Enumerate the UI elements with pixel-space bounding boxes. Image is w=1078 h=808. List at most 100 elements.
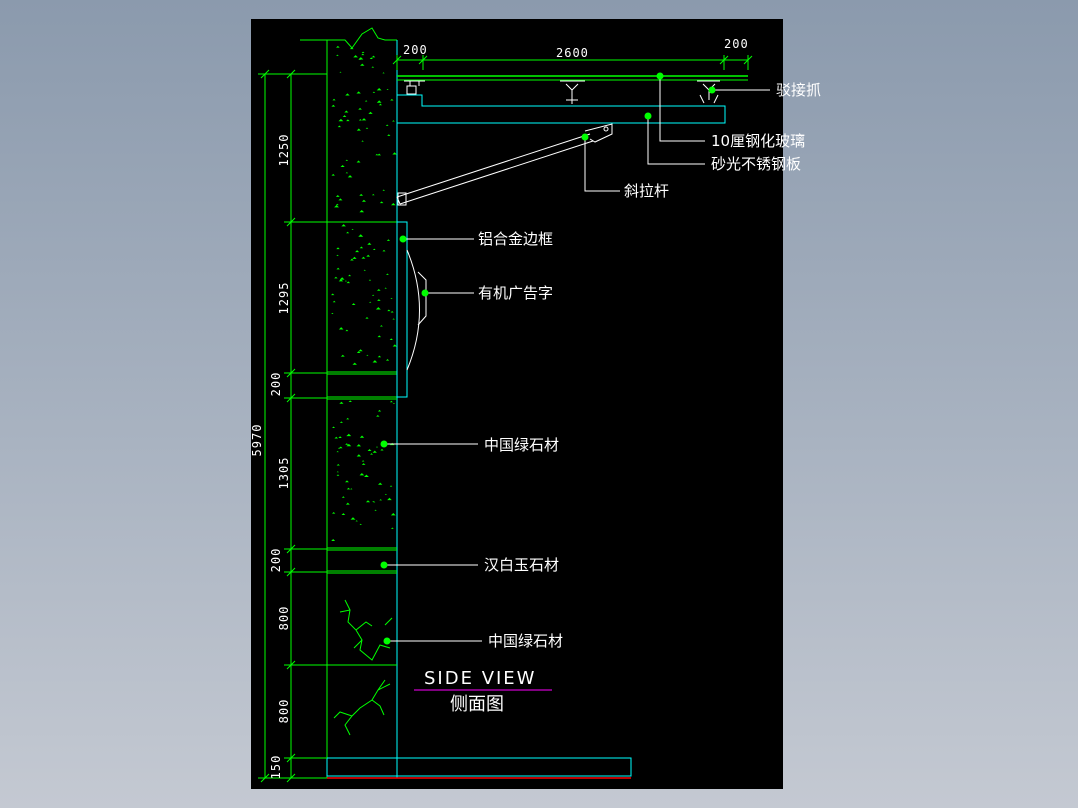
speckle xyxy=(377,335,382,338)
speckle xyxy=(336,463,340,466)
label-white-jade: 汉白玉石材 xyxy=(484,556,559,574)
speckle xyxy=(377,153,382,156)
base-slab xyxy=(326,757,632,779)
speckle xyxy=(392,120,395,122)
speckle xyxy=(346,443,352,447)
label-steel-plate: 砂光不锈钢板 xyxy=(711,155,801,173)
dim-200-b: 200 xyxy=(269,548,283,573)
speckle xyxy=(379,499,382,501)
speckle xyxy=(380,448,384,451)
speckle xyxy=(346,417,350,420)
speckle xyxy=(372,360,378,363)
speckle xyxy=(382,249,386,252)
speckle xyxy=(389,400,393,403)
speckle xyxy=(384,493,387,495)
speckle xyxy=(332,98,336,101)
leader-lines xyxy=(384,76,770,642)
speckle xyxy=(332,426,336,428)
speckle xyxy=(338,279,344,282)
speckle xyxy=(370,453,373,455)
speckle xyxy=(366,254,371,257)
speckle xyxy=(384,287,387,289)
speckle xyxy=(341,513,346,516)
label-tie-rod: 斜拉杆 xyxy=(624,182,669,200)
speckle xyxy=(358,57,364,60)
speckle xyxy=(331,293,335,296)
cad-viewport[interactable] xyxy=(251,19,783,789)
speckle xyxy=(346,281,351,284)
speckle xyxy=(387,309,391,312)
speckle xyxy=(339,277,345,280)
speckle xyxy=(366,354,369,356)
dim-1250: 1250 xyxy=(277,134,291,167)
speckle xyxy=(335,195,340,197)
speckle xyxy=(365,317,369,319)
speckle xyxy=(351,228,354,230)
speckle xyxy=(390,297,393,300)
speckle xyxy=(359,523,362,525)
speckle xyxy=(358,349,363,352)
dim-1305: 1305 xyxy=(277,457,291,490)
speckle xyxy=(373,501,376,503)
speckle xyxy=(363,269,366,271)
speckle xyxy=(358,234,364,237)
speckle xyxy=(379,201,384,204)
speckle xyxy=(377,355,382,358)
speckle xyxy=(331,539,336,541)
speckle xyxy=(359,435,365,438)
speckle xyxy=(389,485,393,487)
speckle xyxy=(392,318,395,320)
stone-texture xyxy=(331,45,397,541)
label-green-stone-1: 中国绿石材 xyxy=(484,436,559,454)
speckle xyxy=(382,189,385,191)
dim-top-right: 200 xyxy=(724,37,749,51)
speckle xyxy=(353,55,358,58)
speckle xyxy=(332,511,336,514)
dim-1295: 1295 xyxy=(277,282,291,315)
speckle xyxy=(336,474,340,476)
dim-800-b: 800 xyxy=(277,699,291,724)
speckle xyxy=(336,267,340,270)
speckle xyxy=(391,527,394,529)
speckle xyxy=(386,88,389,91)
speckle xyxy=(377,409,382,412)
speckle xyxy=(371,193,375,196)
speckle xyxy=(361,256,366,259)
speckle xyxy=(336,247,340,250)
speckle xyxy=(375,307,381,310)
speckle xyxy=(331,104,336,107)
speckle xyxy=(371,66,375,68)
speckle xyxy=(364,100,368,102)
speckle xyxy=(346,433,352,437)
speckle xyxy=(339,71,342,73)
dim-800-a: 800 xyxy=(277,606,291,631)
speckle xyxy=(377,299,381,301)
speckle xyxy=(390,513,396,516)
speckle xyxy=(345,443,349,445)
speckle xyxy=(359,473,365,476)
speckle xyxy=(356,91,361,94)
leader-dots xyxy=(380,72,716,645)
speckle xyxy=(367,242,372,245)
speckle xyxy=(392,152,397,155)
speckle xyxy=(350,258,354,261)
speckle xyxy=(359,209,365,213)
speckle xyxy=(346,119,350,122)
speckle xyxy=(331,173,335,176)
canopy xyxy=(396,75,748,206)
speckle xyxy=(342,115,347,117)
speckle xyxy=(334,204,340,208)
speckle xyxy=(376,100,382,103)
dim-top-left: 200 xyxy=(403,43,428,57)
speckle xyxy=(347,175,353,178)
speckle xyxy=(369,57,373,60)
wall-column xyxy=(300,27,398,778)
speckle xyxy=(372,91,376,93)
speckle xyxy=(358,119,362,121)
title-chinese: 侧面图 xyxy=(450,694,504,715)
label-tempered-glass: 10厘钢化玻璃 xyxy=(711,132,805,150)
speckle xyxy=(352,362,357,365)
speckle xyxy=(391,202,396,206)
speckle xyxy=(341,496,345,498)
speckle xyxy=(336,254,339,256)
